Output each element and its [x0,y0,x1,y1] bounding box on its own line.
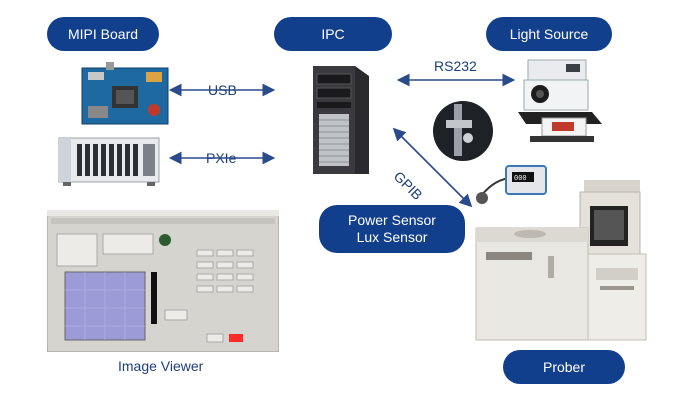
power-sensor-pill: Power Sensor Lux Sensor [319,205,465,253]
ipc-label: IPC [321,25,345,42]
light-source-label: Light Source [509,25,589,42]
mipi-board-pill: MIPI Board [47,17,159,51]
image-viewer-label: Image Viewer [118,358,204,374]
ipc-pill: IPC [274,17,392,51]
light-source-image [518,59,602,142]
light-source-pill: Light Source [486,17,612,51]
lux-sensor-label: Lux Sensor [356,229,428,245]
prober-pill: Prober [503,350,625,384]
mipi-board-image [81,62,169,125]
prober-machine-image [475,180,647,341]
power-sensor-label: Power Sensor [348,212,436,228]
prober-label: Prober [542,358,586,375]
svg-text:000: 000 [514,175,527,183]
gpib-arrow [392,127,473,208]
mipi-board-label: MIPI Board [67,25,139,42]
pxie-chassis-image [58,137,160,186]
optical-stage-image [433,101,493,161]
image-viewer-screenshot [47,210,279,352]
ipc-tower-image [313,66,369,174]
lux-sensor-image: 000 [476,165,547,204]
rs232-label: RS232 [434,58,477,74]
